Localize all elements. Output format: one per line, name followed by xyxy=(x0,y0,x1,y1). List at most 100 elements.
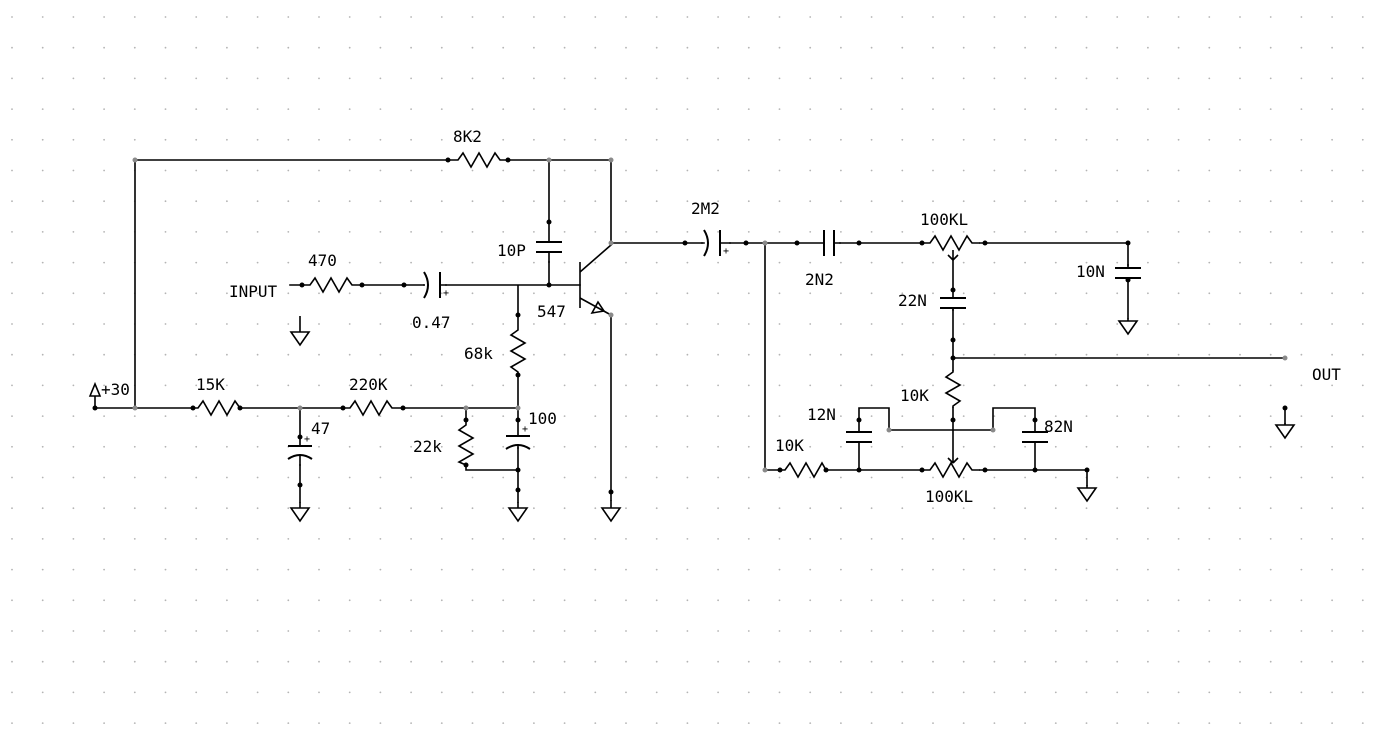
grid-dot xyxy=(287,722,290,724)
grid-dot xyxy=(502,476,505,479)
grid-dot xyxy=(1239,46,1241,49)
grid-dot xyxy=(1024,292,1026,295)
grid-dot xyxy=(655,46,658,49)
grid-dot xyxy=(41,445,44,448)
grid-dot xyxy=(533,445,535,448)
grid-dot xyxy=(993,231,996,233)
capacitor-10p xyxy=(536,221,562,263)
grid-dot xyxy=(410,476,412,479)
grid-dot xyxy=(195,415,198,417)
grid-dot xyxy=(41,169,44,172)
grid-dot xyxy=(717,415,719,417)
grid-dot xyxy=(1177,507,1180,510)
grid-dot xyxy=(717,200,719,203)
grid-dot xyxy=(133,77,136,80)
label-out: OUT xyxy=(1312,365,1341,384)
grid-dot xyxy=(870,108,873,110)
grid-dot xyxy=(655,445,658,448)
grid-dot xyxy=(1024,722,1026,724)
grid-dot xyxy=(870,660,873,663)
resistor-220k xyxy=(343,399,403,417)
grid-dot xyxy=(809,138,812,141)
grid-dot xyxy=(1147,630,1149,632)
grid-dot xyxy=(103,200,105,203)
grid-dot xyxy=(226,599,228,602)
grid-dot xyxy=(1147,445,1149,448)
grid-dot xyxy=(72,77,75,80)
grid-dot xyxy=(1054,568,1057,571)
grid-dot xyxy=(1269,568,1272,571)
grid-dot xyxy=(1085,660,1088,663)
grid-dot xyxy=(471,476,474,479)
grid-dot xyxy=(195,138,198,141)
grid-dot xyxy=(440,476,443,479)
grid-dot xyxy=(287,323,290,325)
grid-dot xyxy=(901,353,904,356)
grid-dot xyxy=(1116,200,1119,203)
grid-dot xyxy=(1269,415,1272,417)
grid-dot xyxy=(379,722,382,724)
grid-dot xyxy=(1116,630,1119,632)
svg-text:+: + xyxy=(723,246,729,257)
grid-dot xyxy=(133,538,136,540)
grid-dot xyxy=(1331,599,1333,602)
grid-dot xyxy=(625,353,627,356)
grid-dot xyxy=(625,599,627,602)
grid-dot xyxy=(379,261,382,264)
grid-dot xyxy=(870,16,873,18)
grid-dot xyxy=(962,46,965,49)
grid-dot xyxy=(932,353,934,356)
grid-dot xyxy=(1208,46,1211,49)
grid-dot xyxy=(1361,46,1364,49)
grid-dot xyxy=(870,691,873,694)
grid-dot xyxy=(778,415,781,417)
grid-dot xyxy=(471,660,474,663)
grid-dot xyxy=(72,660,75,663)
grid-dot xyxy=(1085,261,1088,264)
grid-dot xyxy=(962,353,965,356)
grid-dot xyxy=(563,415,566,417)
grid-dot xyxy=(103,722,105,724)
grid-dot xyxy=(103,46,105,49)
grid-dot xyxy=(11,46,13,49)
grid-dot xyxy=(1147,415,1149,417)
grid-dot xyxy=(1331,138,1333,141)
component-labels: 8K2 2M2 10P 470 INPUT 0.47 547 68k +30 1… xyxy=(101,127,1341,506)
grid-dot xyxy=(226,231,228,233)
grid-dot xyxy=(1116,507,1119,510)
grid-dot xyxy=(563,261,566,264)
grid-dot xyxy=(1177,599,1180,602)
grid-dot xyxy=(348,660,351,663)
grid-dot xyxy=(1331,108,1333,110)
grid-dot xyxy=(686,77,689,80)
grid-dot xyxy=(563,200,566,203)
grid-dot xyxy=(1361,169,1364,172)
grid-dot xyxy=(1208,353,1211,356)
grid-dot xyxy=(1054,292,1057,295)
grid-dot xyxy=(440,415,443,417)
grid-dot xyxy=(594,660,597,663)
grid-dot xyxy=(993,660,996,663)
grid-dot xyxy=(1300,292,1303,295)
grid-dot xyxy=(932,200,934,203)
grid-dot xyxy=(72,261,75,264)
grid-dot xyxy=(655,169,658,172)
grid-dot xyxy=(226,169,228,172)
grid-dot xyxy=(1177,108,1180,110)
grid-dot xyxy=(256,384,259,387)
grid-dot xyxy=(717,445,719,448)
grid-dot xyxy=(655,292,658,295)
grid-dot xyxy=(655,568,658,571)
grid-dot xyxy=(1331,476,1333,479)
grid-dot xyxy=(1054,722,1057,724)
grid-dot xyxy=(1024,353,1026,356)
grid-dot xyxy=(962,292,965,295)
grid-dot xyxy=(1085,568,1088,571)
grid-dot xyxy=(870,353,873,356)
grid-dot xyxy=(1331,384,1333,387)
grid-dot xyxy=(410,691,412,694)
grid-dot xyxy=(655,261,658,264)
grid-dot xyxy=(686,16,689,18)
grid-dot xyxy=(809,384,812,387)
grid-dot xyxy=(103,261,105,264)
